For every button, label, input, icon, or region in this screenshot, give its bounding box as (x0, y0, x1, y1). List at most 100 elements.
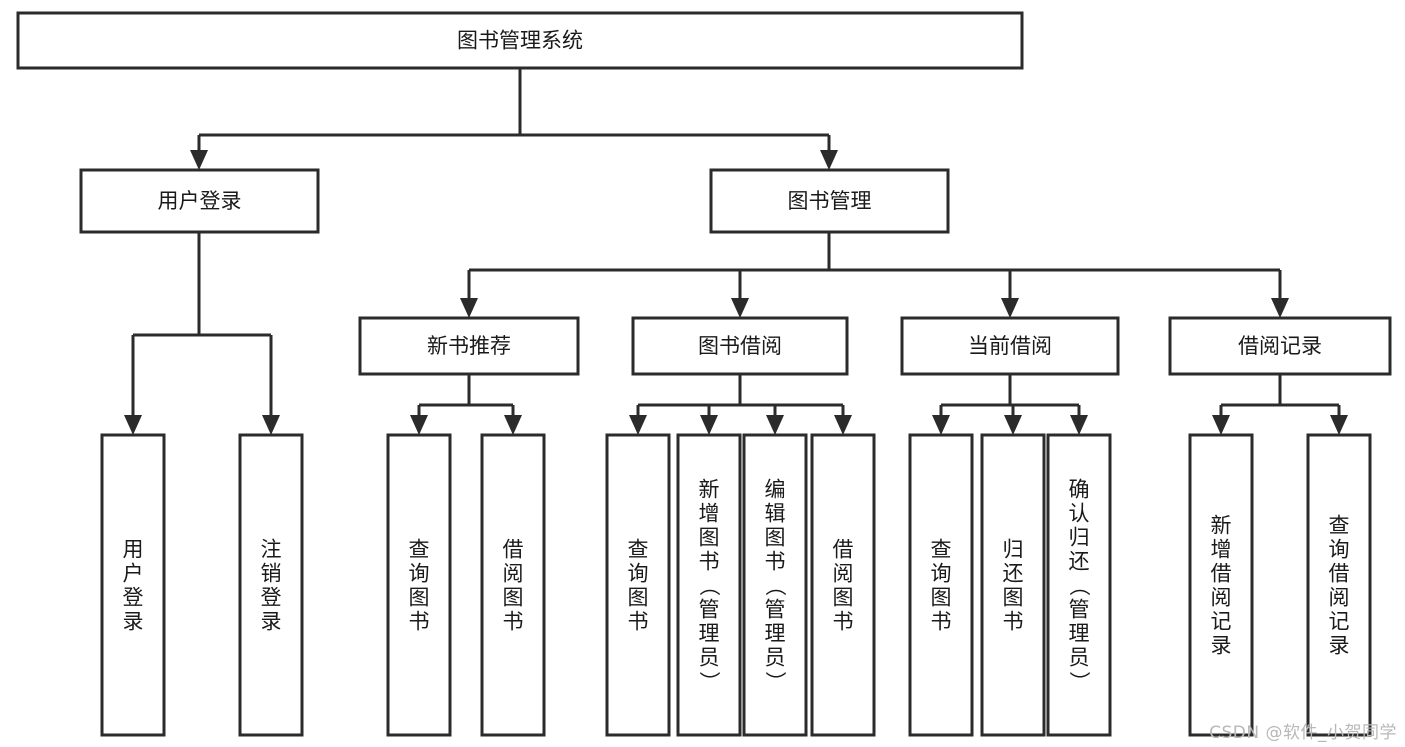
node-user-login[interactable]: 用户登录 (79, 168, 320, 234)
node-label-leaf-add-book-char: 书 (699, 550, 720, 574)
node-box-leaf-query-book-3[interactable] (908, 433, 974, 737)
node-box-leaf-confirm-return[interactable] (1046, 433, 1112, 737)
connector-current-borrow-bus (932, 374, 1088, 435)
node-label-leaf-confirm-return-char: 认 (1069, 502, 1090, 526)
arrow-head-icon (1004, 415, 1022, 435)
arrow-head-icon (1271, 298, 1289, 318)
node-label-leaf-borrow-book-1-char: 阅 (503, 562, 524, 586)
node-label-leaf-borrow-book-2-char: 书 (833, 610, 854, 634)
node-label-leaf-edit-book-char: 图 (765, 526, 786, 550)
node-label-leaf-add-record-char: 借 (1211, 562, 1232, 586)
node-new-book-recommend[interactable]: 新书推荐 (358, 316, 580, 376)
node-label-leaf-add-book-char: 增 (699, 502, 720, 526)
node-box-leaf-query-record[interactable] (1306, 433, 1372, 737)
node-box-borrow-record[interactable] (1168, 316, 1392, 376)
node-box-new-book-recommend[interactable] (358, 316, 580, 376)
node-box-leaf-user-logout[interactable] (238, 433, 304, 737)
node-label-leaf-add-book-char: 图 (699, 526, 720, 550)
arrow-head-icon (932, 415, 950, 435)
node-box-book-borrow[interactable] (631, 316, 849, 376)
node-label-leaf-query-record-char: 录 (1329, 634, 1350, 658)
arrow-head-icon (1001, 298, 1019, 318)
node-box-leaf-add-book[interactable] (676, 433, 742, 737)
node-box-leaf-edit-book[interactable] (742, 433, 808, 737)
connector-new-book-bus (410, 374, 522, 435)
arrow-head-icon (820, 150, 838, 170)
node-label-leaf-confirm-return-char: 理 (1069, 622, 1090, 646)
node-leaf-user-login[interactable]: 用户登录 (100, 433, 166, 737)
node-label-leaf-borrow-book-1-char: 书 (503, 610, 524, 634)
node-label-leaf-add-record-char: 增 (1211, 538, 1232, 562)
node-label-leaf-query-book-2-char: 询 (628, 562, 649, 586)
node-current-borrow[interactable]: 当前借阅 (900, 316, 1120, 376)
node-label-leaf-confirm-return-char: 管 (1069, 598, 1090, 622)
arrow-head-icon (1070, 415, 1088, 435)
node-root[interactable]: 图书管理系统 (16, 11, 1024, 70)
node-book-manage[interactable]: 图书管理 (709, 168, 950, 234)
node-label-leaf-return-book-char: 还 (1003, 562, 1024, 586)
node-label-leaf-add-book-char: 管 (699, 598, 720, 622)
node-label-leaf-query-book-1-char: 图 (409, 586, 430, 610)
node-label-borrow-record: 借阅记录 (1238, 334, 1322, 358)
node-label-leaf-edit-book-char: 员 (765, 646, 786, 670)
node-box-leaf-query-book-1[interactable] (386, 433, 452, 737)
node-label-root: 图书管理系统 (457, 29, 583, 53)
node-label-leaf-query-record-char: 阅 (1329, 586, 1350, 610)
node-label-leaf-user-login-char: 录 (123, 610, 144, 634)
node-label-leaf-edit-book-char: 编 (765, 478, 786, 502)
node-book-borrow[interactable]: 图书借阅 (631, 316, 849, 376)
node-label-leaf-query-book-2-char: 查 (628, 538, 649, 562)
node-label-leaf-add-book-char: （ (697, 575, 721, 596)
node-label-leaf-confirm-return-char: 归 (1069, 526, 1090, 550)
node-label-leaf-edit-book-char: 管 (765, 598, 786, 622)
connector-root-bus (190, 68, 838, 170)
node-label-leaf-add-record-char: 阅 (1211, 586, 1232, 610)
node-label-leaf-return-book-char: 书 (1003, 610, 1024, 634)
node-box-leaf-user-login[interactable] (100, 433, 166, 737)
node-box-root[interactable] (16, 11, 1024, 70)
node-label-leaf-user-login-char: 用 (123, 538, 144, 562)
node-label-leaf-edit-book-char: 书 (765, 550, 786, 574)
node-label-leaf-borrow-book-2-char: 借 (833, 538, 854, 562)
node-label-leaf-confirm-return-char: 员 (1069, 646, 1090, 670)
node-borrow-record[interactable]: 借阅记录 (1168, 316, 1392, 376)
node-box-leaf-borrow-book-1[interactable] (480, 433, 546, 737)
node-label-new-book-recommend: 新书推荐 (427, 334, 511, 358)
node-label-current-borrow: 当前借阅 (968, 334, 1052, 358)
node-label-leaf-add-record-char: 记 (1211, 610, 1232, 634)
node-label-leaf-query-book-3-char: 书 (931, 610, 952, 634)
connector-book-borrow-bus (629, 374, 852, 435)
node-label-leaf-query-book-2-char: 图 (628, 586, 649, 610)
node-box-user-login[interactable] (79, 168, 320, 234)
arrow-head-icon (124, 415, 142, 435)
node-box-leaf-borrow-book-2[interactable] (810, 433, 876, 737)
node-label-leaf-edit-book-char: 辑 (765, 502, 786, 526)
node-label-leaf-confirm-return-char: ） (1067, 671, 1091, 692)
node-box-leaf-return-book[interactable] (980, 433, 1046, 737)
node-label-leaf-query-book-3-char: 询 (931, 562, 952, 586)
node-label-leaf-add-book-char: 理 (699, 622, 720, 646)
node-label-leaf-edit-book-char: ） (763, 671, 787, 692)
node-box-current-borrow[interactable] (900, 316, 1120, 376)
arrow-head-icon (262, 415, 280, 435)
node-box-leaf-add-record[interactable] (1188, 433, 1254, 737)
node-box-book-manage[interactable] (709, 168, 950, 234)
node-box-leaf-query-book-2[interactable] (605, 433, 671, 737)
node-label-leaf-query-book-3-char: 查 (931, 538, 952, 562)
connector-user-login-bus (124, 232, 280, 435)
arrow-head-icon (731, 298, 749, 318)
